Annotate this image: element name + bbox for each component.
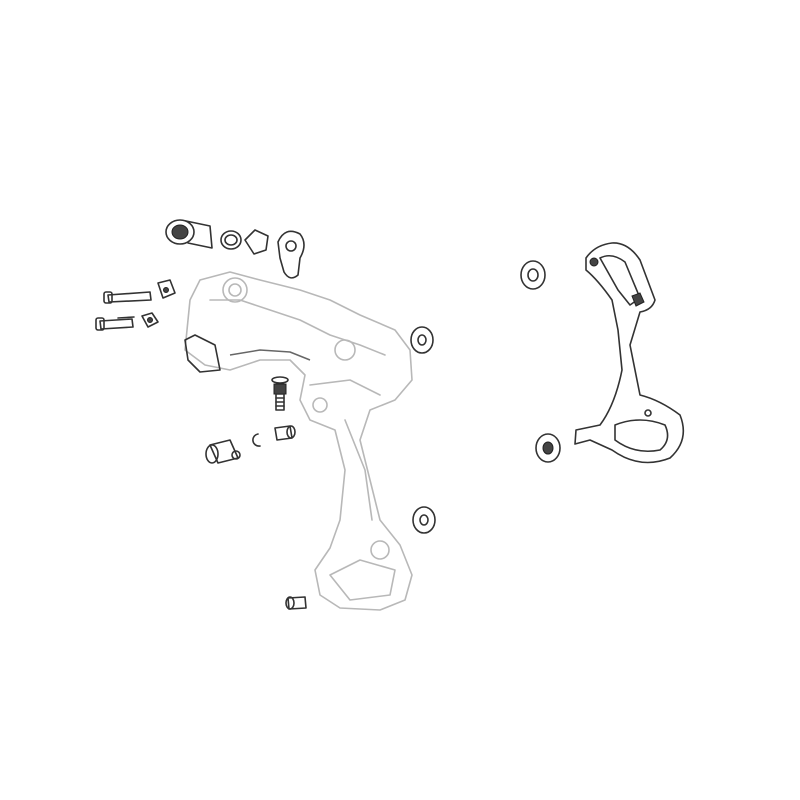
cable-anchor	[205, 439, 241, 464]
limit-screws	[95, 279, 176, 331]
c-clip	[252, 433, 261, 447]
b-tension-plate	[277, 230, 305, 279]
washer-small	[220, 230, 242, 250]
derailleur-body	[184, 271, 413, 611]
cable-bolt	[271, 376, 289, 411]
washer-lower-right	[535, 433, 561, 463]
b-knuckle-bushing	[165, 219, 213, 249]
inner-cage-plate	[574, 242, 685, 464]
washer-upper-left	[410, 326, 434, 354]
spacer	[244, 229, 269, 255]
small-bolt-mid	[274, 425, 296, 441]
small-bolt-bottom	[285, 596, 307, 610]
washer-lower-left	[412, 506, 436, 534]
washer-upper-right	[520, 260, 546, 290]
